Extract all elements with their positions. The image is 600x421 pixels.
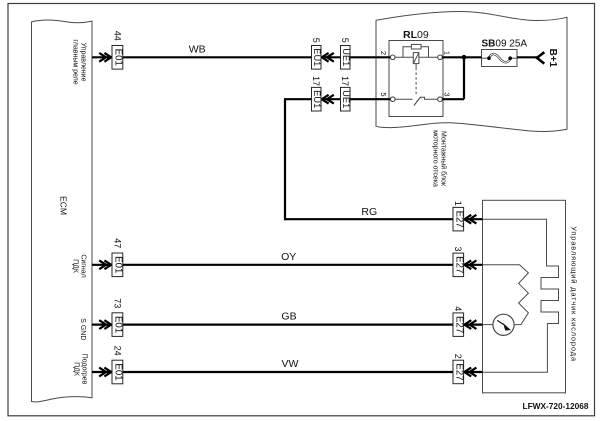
svg-text:E01: E01 <box>113 256 124 273</box>
svg-text:44: 44 <box>112 31 122 41</box>
svg-text:WB: WB <box>189 44 206 56</box>
svg-text:E01: E01 <box>113 363 124 380</box>
svg-text:4: 4 <box>453 306 463 311</box>
svg-text:B+1: B+1 <box>547 49 558 68</box>
svg-text:3: 3 <box>453 246 463 251</box>
svg-text:S GND: S GND <box>79 318 86 340</box>
svg-text:UE1: UE1 <box>341 48 351 66</box>
svg-text:2: 2 <box>453 354 463 359</box>
svg-text:Управляющий датчик кислорода: Управляющий датчик кислорода <box>570 226 579 362</box>
svg-text:СигналПДК: СигналПДК <box>72 254 87 277</box>
svg-text:E01: E01 <box>113 49 124 66</box>
svg-text:73: 73 <box>112 298 122 308</box>
svg-text:E27: E27 <box>453 316 464 333</box>
svg-text:SB09 25A: SB09 25A <box>482 39 528 50</box>
svg-text:VW: VW <box>282 358 299 370</box>
svg-text:GB: GB <box>281 311 296 323</box>
svg-text:OY: OY <box>281 251 296 263</box>
svg-text:LFWX-720-12068: LFWX-720-12068 <box>523 401 589 411</box>
svg-text:E01: E01 <box>113 316 124 333</box>
svg-text:E27: E27 <box>453 211 464 228</box>
svg-text:E27: E27 <box>453 363 464 380</box>
svg-text:ECM: ECM <box>59 196 69 215</box>
svg-text:17: 17 <box>311 76 321 86</box>
svg-text:47: 47 <box>112 238 122 248</box>
svg-text:5: 5 <box>379 92 388 96</box>
svg-text:5: 5 <box>311 38 321 43</box>
svg-text:1: 1 <box>442 51 451 55</box>
svg-text:E27: E27 <box>453 256 464 273</box>
svg-text:Управлениеглавным реле: Управлениеглавным реле <box>72 39 87 84</box>
svg-text:3: 3 <box>442 92 451 96</box>
svg-text:EU1: EU1 <box>312 90 322 108</box>
svg-text:1: 1 <box>453 201 463 206</box>
svg-text:UE1: UE1 <box>341 90 351 108</box>
svg-text:RG: RG <box>361 206 377 218</box>
svg-text:Монтажный блокмоторного отсека: Монтажный блокмоторного отсека <box>432 130 448 187</box>
svg-text:ПодогревПДК: ПодогревПДК <box>73 354 88 385</box>
svg-text:24: 24 <box>112 346 122 356</box>
svg-text:EU1: EU1 <box>312 48 322 66</box>
svg-text:5: 5 <box>340 38 350 43</box>
svg-text:2: 2 <box>379 51 388 55</box>
svg-text:17: 17 <box>340 76 350 86</box>
svg-text:RL09: RL09 <box>403 29 429 41</box>
